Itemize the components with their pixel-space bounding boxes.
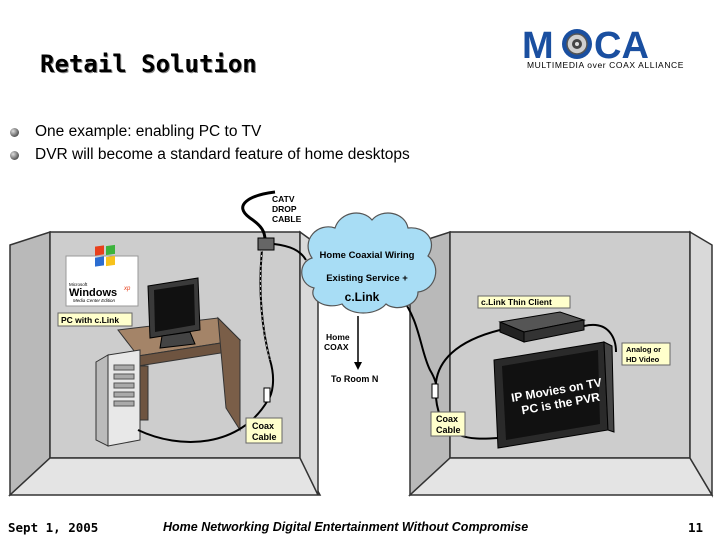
splitter-to-cloud-cable: [273, 243, 307, 261]
right-wall-outlet: [431, 383, 439, 399]
footer-date: Sept 1, 2005: [8, 520, 99, 535]
left-wall-outlet: [263, 387, 271, 403]
thin-client-box: [498, 311, 586, 343]
bullet-icon: [10, 151, 19, 160]
coax-connector-icon: [562, 29, 592, 59]
bullet-item: One example: enabling PC to TV: [10, 122, 410, 145]
thin-client-label: c.Link Thin Client: [481, 297, 552, 307]
cloud-line3: c.Link: [345, 290, 380, 304]
pc-monitor: [147, 277, 201, 349]
slide-title: Retail Solution: [40, 50, 257, 78]
pc-coax-cable: [137, 399, 269, 443]
coax-cable-left-label: Coax Cable: [252, 421, 277, 442]
cloud-line1: Home Coaxial Wiring: [320, 250, 415, 261]
logo-m: M: [522, 25, 554, 67]
bullet-text: DVR will become a standard feature of ho…: [35, 146, 410, 163]
catv-drop-cable: [241, 190, 276, 241]
svg-text:Windows: Windows: [69, 287, 117, 299]
bullet-icon: [10, 128, 19, 137]
cloud-line2: Existing Service +: [326, 273, 408, 284]
pc-label-box: [57, 312, 133, 327]
windows-xp-logo: Microsoft Windows xp Media Center Editio…: [65, 244, 139, 307]
analog-label-box: [621, 342, 671, 366]
svg-text:Microsoft: Microsoft: [69, 282, 88, 287]
left-coax-dotted: [259, 249, 271, 361]
television: IP Movies on TV PC is the PVR: [493, 341, 615, 449]
bullet-list: One example: enabling PC to TV DVR will …: [10, 122, 410, 168]
pc-tower: [95, 349, 141, 447]
catv-label: CATV DROP CABLE: [272, 194, 302, 224]
coaxial-wiring-cloud: Home Coaxial Wiring Existing Service + c…: [301, 212, 437, 314]
analog-label: Analog or HD Video: [626, 345, 663, 364]
page-number: 11: [688, 520, 704, 535]
coax-cable-right-box: [430, 411, 466, 437]
svg-text:xp: xp: [123, 286, 131, 292]
coax-cable-left-box: [245, 417, 283, 444]
coax-cable-right-label: Coax Cable: [436, 414, 461, 435]
thin-client-to-tv-cable: [583, 323, 617, 353]
thin-client-label-box: [477, 295, 571, 309]
logo-subtitle: MULTIMEDIA over COAX ALLIANCE: [527, 60, 685, 70]
coax-splitter: [257, 237, 275, 251]
svg-text:Media Center Edition: Media Center Edition: [73, 298, 116, 303]
home-coax-label: Home COAX: [324, 332, 352, 352]
footer-caption: Home Networking Digital Entertainment Wi…: [163, 520, 529, 534]
to-room-label: To Room N: [331, 374, 378, 384]
bullet-item: DVR will become a standard feature of ho…: [10, 145, 410, 168]
pc-label: PC with c.Link: [61, 315, 119, 325]
moca-logo: M CA: [522, 25, 649, 67]
bullet-text: One example: enabling PC to TV: [35, 123, 262, 140]
left-room: [8, 230, 322, 497]
arrow-head-icon: [354, 362, 362, 370]
logo-ca: CA: [594, 25, 649, 67]
